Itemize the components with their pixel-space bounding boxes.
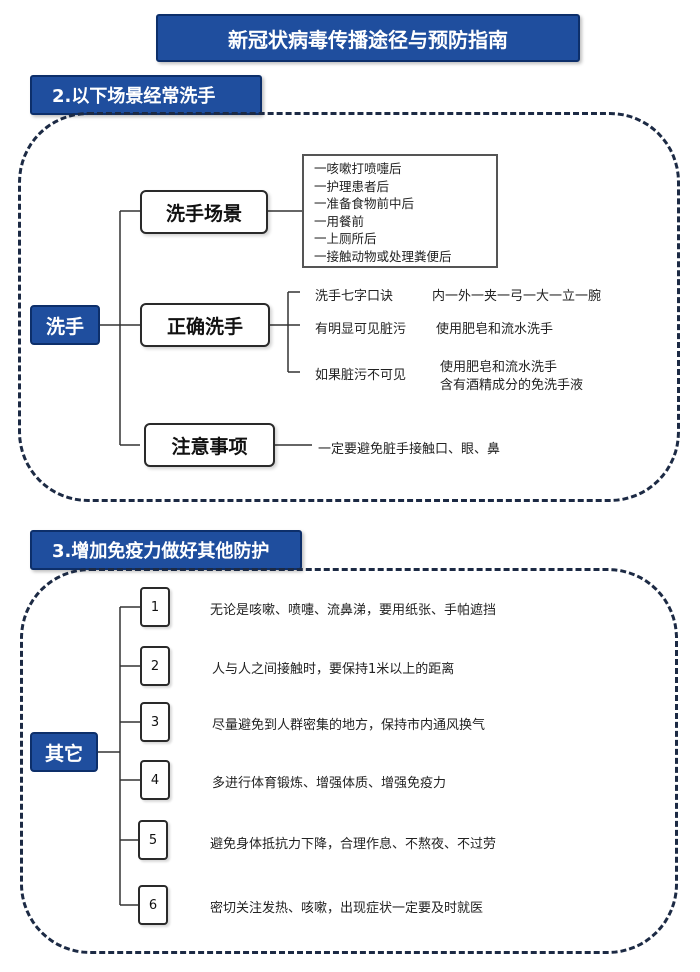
item-text-3: 尽量避免到人群密集的地方，保持市内通风换气 xyxy=(212,718,486,733)
section-3-frame xyxy=(20,568,678,954)
precautions-text: 一定要避免脏手接触口、眼、鼻 xyxy=(318,442,501,457)
wash-scenes-list: 一咳嗽打喷嚏后 一护理患者后 一准备食物前中后 一用餐前 一上厕所后 一接触动物… xyxy=(302,154,498,268)
item-text-4: 多进行体育锻炼、增强体质、增强免疫力 xyxy=(212,776,447,791)
rhyme-label: 洗手七字口诀 xyxy=(315,289,394,304)
list-item: 一准备食物前中后 xyxy=(314,196,415,211)
list-item: 一护理患者后 xyxy=(314,178,390,194)
list-item: 一上厕所后 xyxy=(314,231,377,246)
item-text-2: 人与人之间接触时，要保持1米以上的距离 xyxy=(212,662,455,677)
item-text-1: 无论是咳嗽、喷嚏、流鼻涕，要用纸张、手帕遮挡 xyxy=(210,603,497,618)
item-number-5: 5 xyxy=(138,820,168,860)
root-node-other: 其它 xyxy=(30,732,98,772)
item-text-6: 密切关注发热、咳嗽，出现症状一定要及时就医 xyxy=(210,901,484,916)
item-text-5: 避免身体抵抗力下降，合理作息、不熬夜、不过劳 xyxy=(210,837,497,852)
visible-dirt-label: 有明显可见脏污 xyxy=(315,322,407,337)
page-title: 新冠状病毒传播途径与预防指南 xyxy=(156,14,580,62)
item-number-6: 6 xyxy=(138,885,168,925)
section-3-label: 3.增加免疫力做好其他防护 xyxy=(30,530,302,570)
list-item: 一接触动物或处理粪便后 xyxy=(314,248,452,264)
item-number-3: 3 xyxy=(140,702,170,742)
rhyme-text: 内一外一夹一弓一大一立一腕 xyxy=(432,289,602,304)
item-number-1: 1 xyxy=(140,587,170,627)
list-item: 一用餐前 xyxy=(314,213,365,229)
invisible-dirt-text-1: 使用肥皂和流水洗手 xyxy=(440,360,558,375)
visible-dirt-text: 使用肥皂和流水洗手 xyxy=(436,322,554,337)
item-number-2: 2 xyxy=(140,646,170,686)
item-number-4: 4 xyxy=(140,760,170,800)
invisible-dirt-label: 如果脏污不可见 xyxy=(315,368,407,383)
section-2-frame xyxy=(18,112,680,502)
node-precautions: 注意事项 xyxy=(144,423,275,467)
invisible-dirt-text-2: 含有酒精成分的免洗手液 xyxy=(440,378,584,393)
root-node-handwashing: 洗手 xyxy=(30,305,100,345)
node-correct-washing: 正确洗手 xyxy=(140,303,270,347)
section-2-label: 2.以下场景经常洗手 xyxy=(30,75,262,115)
list-item: 一咳嗽打喷嚏后 xyxy=(314,161,402,176)
node-wash-scenes: 洗手场景 xyxy=(140,190,268,234)
